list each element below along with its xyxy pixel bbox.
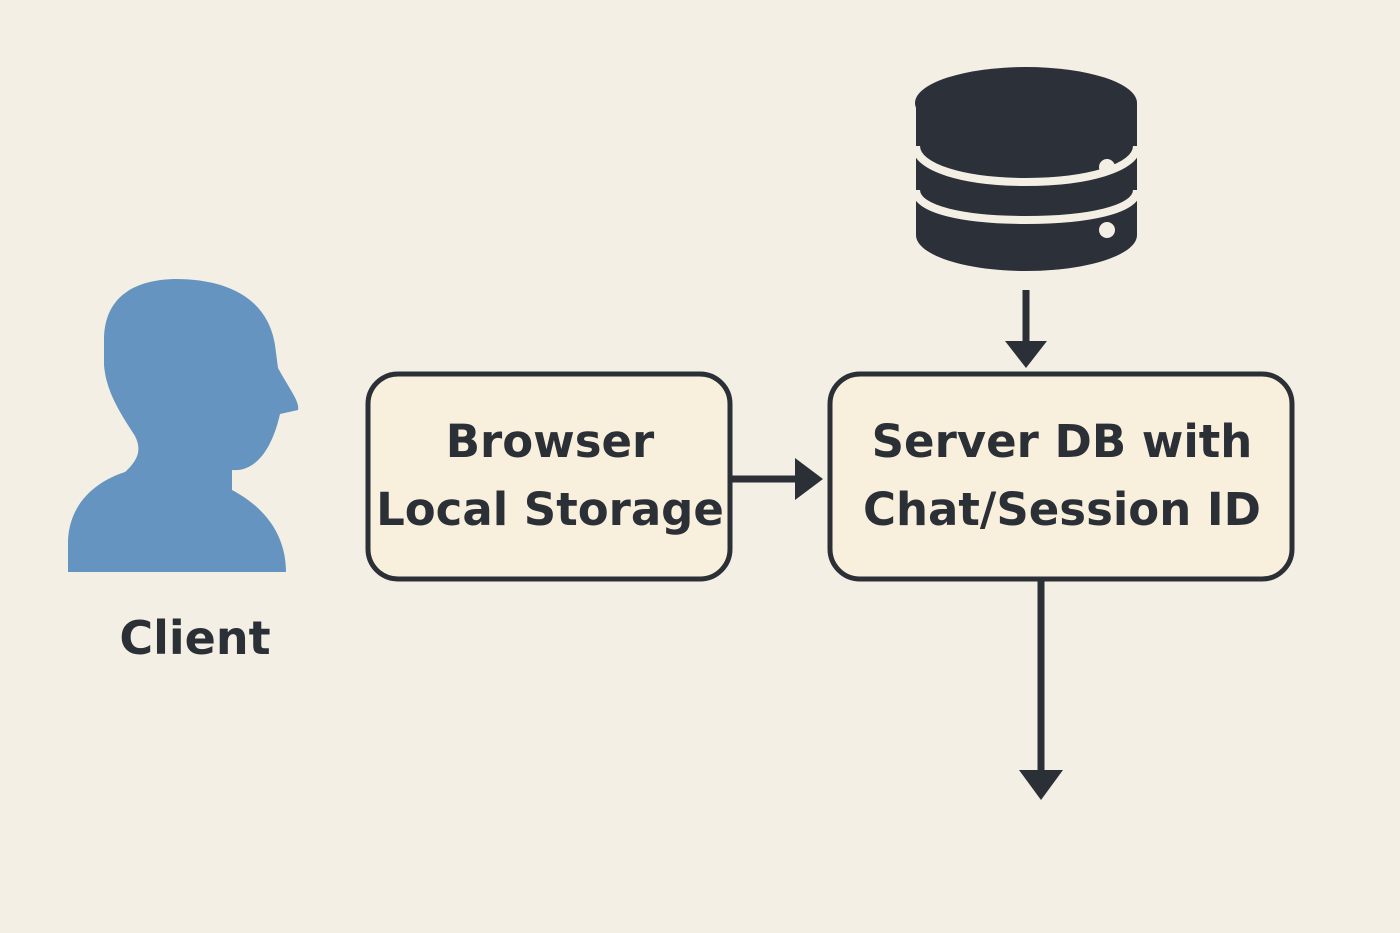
server-box-label: Server DB with Chat/Session ID <box>862 415 1261 536</box>
person-head-icon <box>68 279 299 572</box>
database-icon <box>912 67 1141 271</box>
arrow-browser-to-server <box>730 458 823 500</box>
server-box <box>827 371 1295 582</box>
arrow-db-to-server <box>1005 290 1047 368</box>
client-label: Client <box>119 611 271 665</box>
browser-box-label: Browser Local Storage <box>376 415 724 536</box>
arrow-server-down <box>1019 579 1063 800</box>
